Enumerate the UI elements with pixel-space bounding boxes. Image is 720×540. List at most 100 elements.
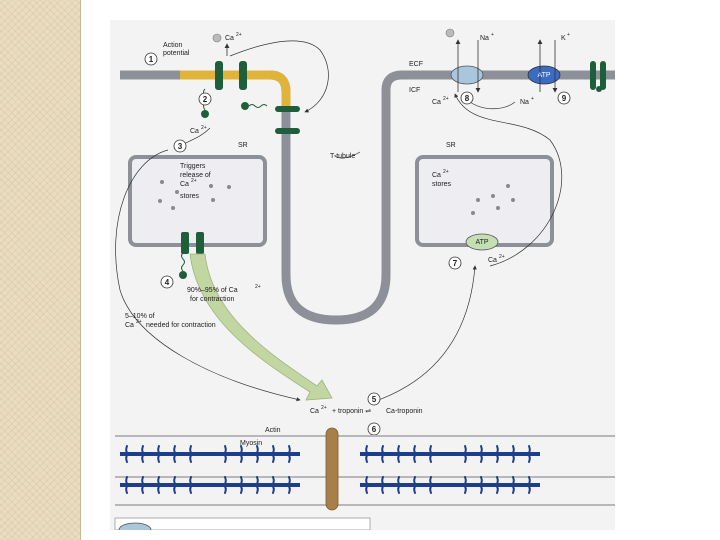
label-triggers-ca: Ca (180, 181, 189, 188)
myosin-head (239, 484, 243, 494)
myosin-head (479, 453, 483, 463)
label-ca-troponin: Ca-troponin (386, 408, 423, 415)
step-marker-4 (160, 275, 174, 289)
channel-ball-2b (241, 102, 249, 110)
label-sr-right: SR (446, 142, 456, 149)
sarcomere (115, 427, 615, 511)
label-stores-ca: Ca (432, 172, 441, 179)
sup-eq-ca: 2+ (321, 405, 327, 411)
label-ca-3: Ca (190, 128, 199, 135)
ca-dots-right (471, 184, 515, 215)
step-8: 8 (465, 94, 470, 103)
label-stores: stores (432, 181, 452, 188)
sup-ca-7: 2+ (499, 254, 505, 260)
step-marker-1 (144, 52, 158, 66)
sup-stores-ca: 2+ (443, 169, 449, 175)
label-ecf: ECF (409, 61, 423, 68)
label-eq-troponin: + troponin ⇌ (332, 408, 371, 415)
myosin-head (397, 484, 401, 494)
sup-triggers-ca: 2+ (191, 178, 197, 184)
pathway-lines (115, 40, 563, 404)
k-channel-ball (596, 86, 602, 92)
myosin-head (255, 484, 259, 494)
excitation-contraction-diagram: ATP ATP 1 2 3 4 5 6 7 8 (110, 20, 615, 538)
panel-background (110, 20, 615, 530)
step-4: 4 (165, 278, 170, 287)
label-ca-7: Ca (488, 257, 497, 264)
sup-5-10-ca: 2+ (136, 319, 142, 325)
label-eq-ca: Ca (310, 408, 319, 415)
myosin-head (527, 484, 531, 494)
myosin-head (255, 453, 259, 463)
l-type-channel-right (239, 61, 247, 90)
step-marker-8 (460, 91, 474, 105)
label-needed: needed for contraction (146, 322, 216, 329)
label-actin: Actin (265, 427, 281, 434)
channel-ball-2 (201, 110, 209, 118)
myosin-head (189, 453, 193, 463)
myosin-head (429, 484, 433, 494)
label-ca-top: Ca (225, 35, 234, 42)
label-triggers-stores: stores (180, 193, 200, 200)
step-marker-3 (173, 139, 187, 153)
channel-ball-4 (179, 271, 187, 279)
step-2: 2 (203, 95, 208, 104)
myosin-head (287, 484, 291, 494)
label-5-10-ca: Ca (125, 322, 134, 329)
step-5: 5 (372, 395, 377, 404)
myosin-head (271, 484, 275, 494)
label-action: Action (163, 42, 183, 49)
label-release-of: release of (180, 172, 211, 179)
channel-tether-2b (248, 104, 268, 108)
myosin-head (511, 484, 515, 494)
myosin-head (223, 453, 227, 463)
step-markers: 1 2 3 4 5 6 7 8 9 (144, 52, 571, 436)
ryr-channel-left (181, 232, 189, 254)
label-ca-icf: Ca (432, 99, 441, 106)
label-na-icf: Na (520, 99, 529, 106)
t-tubule-channel-bottom (275, 128, 300, 134)
sr-atpase-pump (465, 233, 499, 251)
myosin-head (381, 453, 385, 463)
myosin-head (271, 453, 275, 463)
sup-na: + (491, 32, 494, 38)
myosin-head (479, 484, 483, 494)
step-6: 6 (372, 425, 377, 434)
myosin-head (511, 453, 515, 463)
step-7: 7 (453, 259, 458, 268)
ca-dots-left (158, 180, 231, 210)
action-potential-segment (180, 70, 291, 110)
label-90-95: 90%–95% of Ca (187, 287, 238, 294)
sup-90-95: 2+ (255, 284, 261, 290)
myosin-head (495, 453, 499, 463)
myosin-head (157, 484, 161, 494)
sup-ca-top: 2+ (236, 32, 242, 38)
step-marker-5 (367, 392, 381, 406)
myosin-head (189, 484, 193, 494)
k-channel-left (590, 61, 596, 90)
na-k-atp-label: ATP (537, 72, 550, 79)
myosin-head (141, 484, 145, 494)
na-ca-exchanger (450, 65, 484, 85)
ca-ion-out (445, 28, 455, 38)
myosin-head (397, 453, 401, 463)
step-marker-9 (557, 91, 571, 105)
label-k: K (561, 35, 566, 42)
sup-ca-icf: 2+ (443, 96, 449, 102)
myosin-head (527, 453, 531, 463)
na-k-pump (527, 65, 561, 85)
myosin-head (173, 453, 177, 463)
step-9: 9 (562, 94, 567, 103)
t-tubule-channel-top (275, 106, 300, 112)
channel-tether-4 (181, 252, 185, 272)
myosin-head (223, 484, 227, 494)
myosin-head (287, 453, 291, 463)
label-sr-left: SR (238, 142, 248, 149)
step-3: 3 (178, 142, 183, 151)
myosin-head (463, 484, 467, 494)
label-myosin: Myosin (240, 440, 262, 447)
decorative-sidebar (0, 0, 81, 540)
step-marker-2 (198, 92, 212, 106)
myosin-head (429, 453, 433, 463)
myosin-head (141, 453, 145, 463)
